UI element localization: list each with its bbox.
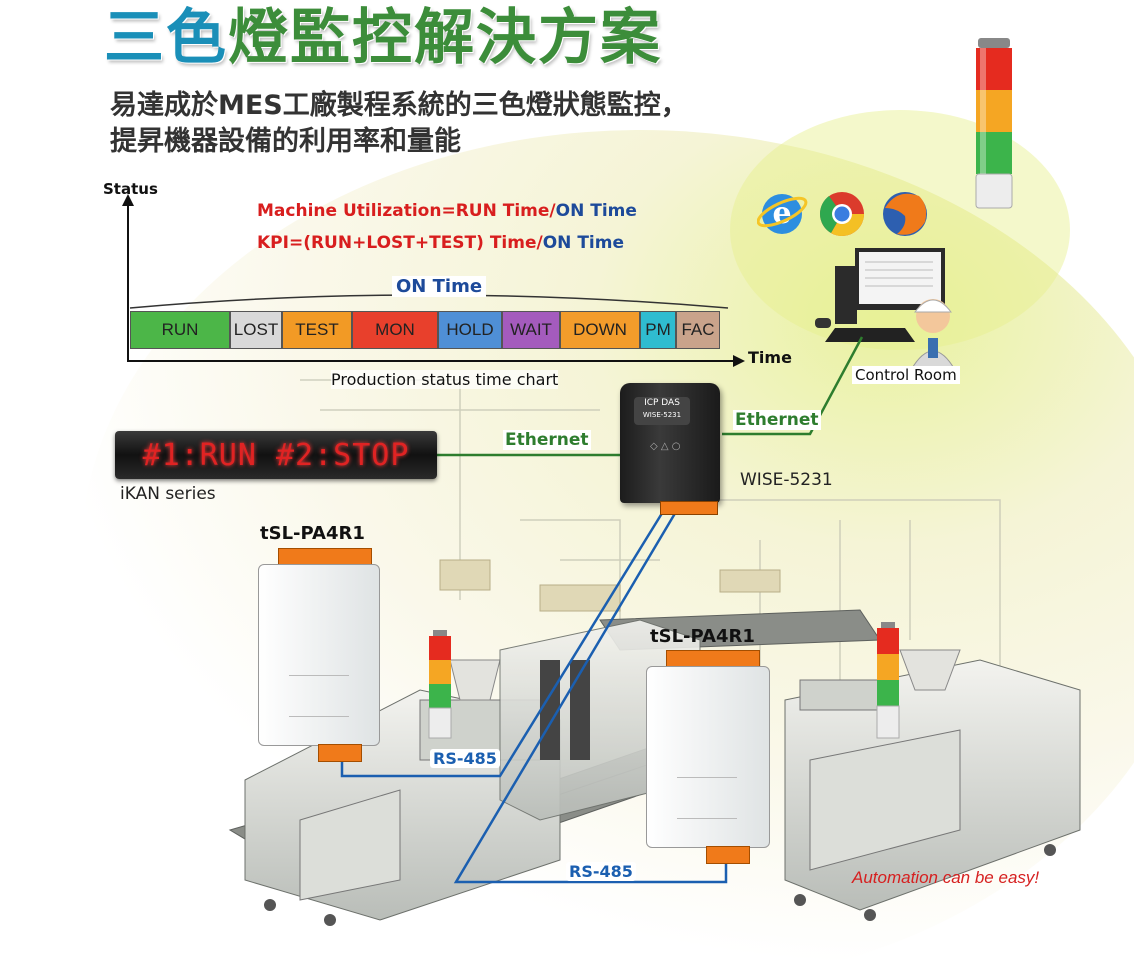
tsl-right-module [646,666,770,848]
ethernet-left-label: Ethernet [503,430,591,450]
rs485-upper-label: RS-485 [430,749,500,768]
tower-light-icon [975,38,1013,209]
ethernet-right-label: Ethernet [733,410,821,430]
segment-test: TEST [282,311,352,349]
wise-label: WISE-5231 [740,470,833,490]
time-axis-label: Time [748,348,792,367]
segment-down: DOWN [560,311,640,349]
tsl-left-module [258,564,380,746]
status-bar: RUN LOST TEST MON HOLD WAIT DOWN PM FAC [130,311,720,351]
tsl-left-rs485-terminal [318,744,362,762]
wise-led-icons: ◇ △ ○ [650,441,681,452]
control-room-label: Control Room [852,366,960,384]
page-title: 三色燈監控解決方案 [104,2,662,74]
subtitle: 易達成於MES工廠製程系統的三色燈狀態監控， 提昇機器設備的利用率和量能 [110,88,688,160]
ikan-display-text: #1:RUN #2:STOP [142,437,410,473]
ikan-display: #1:RUN #2:STOP [115,431,437,479]
status-axis-label: Status [103,180,158,198]
title-part-blue: 三色 [104,3,228,73]
title-part-green: 燈監控解決方案 [228,3,662,73]
internet-explorer-icon: e [757,194,808,234]
segment-wait: WAIT [502,311,560,349]
chrome-icon [819,192,864,236]
subtitle-line-2: 提昇機器設備的利用率和量能 [110,126,461,157]
tsl-right-rs485-terminal [706,846,750,864]
segment-mon: MON [352,311,438,349]
production-chart-caption: Production status time chart [331,370,559,389]
tsl-left-label: tSL-PA4R1 [260,523,365,544]
wise-terminal-block [660,501,718,515]
kpi-formula: KPI=(RUN+LOST+TEST) Time/ON Time [257,233,624,253]
firefox-icon [883,192,927,236]
rs485-lower-label: RS-485 [566,862,636,881]
segment-lost: LOST [230,311,282,349]
browser-icons: e [757,192,927,236]
ikan-label: iKAN series [120,484,216,504]
segment-hold: HOLD [438,311,502,349]
control-room-computer-icon [815,248,956,371]
right-tower-light-icon [876,622,900,739]
utilization-formula: Machine Utilization=RUN Time/ON Time [257,201,637,221]
automation-slogan: Automation can be easy! [852,868,1040,887]
segment-fac: FAC [676,311,720,349]
tsl-right-label: tSL-PA4R1 [650,626,755,647]
left-tower-light-icon [428,630,452,739]
segment-pm: PM [640,311,676,349]
on-time-label: ON Time [392,276,487,297]
subtitle-line-1: 易達成於MES工廠製程系統的三色燈狀態監控， [110,90,688,121]
segment-run: RUN [130,311,230,349]
